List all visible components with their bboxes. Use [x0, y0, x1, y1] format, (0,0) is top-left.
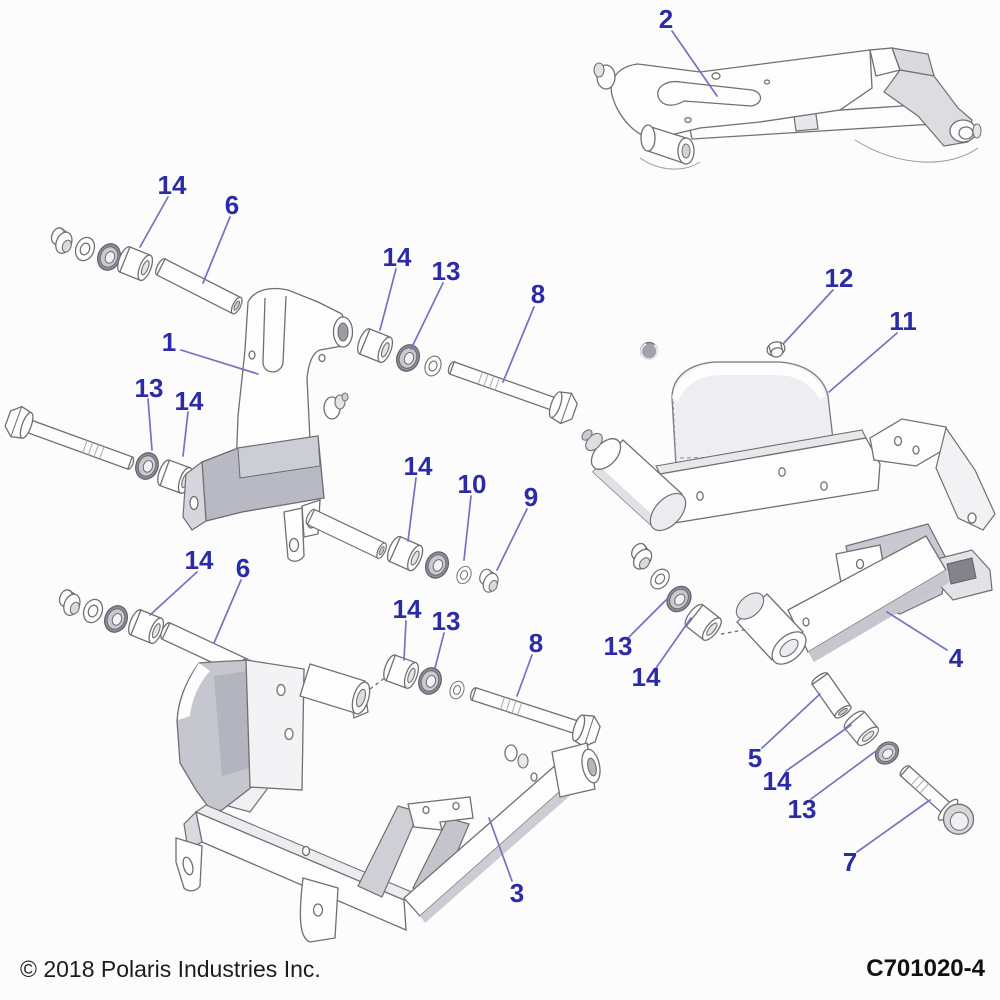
hardware-row-mid	[354, 326, 581, 428]
callout-6: 6	[224, 190, 240, 220]
hardware-row-center-1	[303, 507, 503, 596]
callout-11: 11	[889, 306, 917, 336]
upper-control-arm	[593, 47, 982, 170]
callout-12: 12	[824, 263, 854, 293]
callout-3: 3	[509, 878, 525, 908]
callout-14: 14	[631, 662, 661, 692]
callout-14: 14	[392, 594, 422, 624]
callout-14: 14	[382, 242, 412, 272]
callout-4: 4	[948, 643, 964, 673]
hardware-row-left-bolt	[1, 402, 196, 496]
callout-13: 13	[134, 373, 164, 403]
push-clip	[639, 341, 659, 361]
callout-14: 14	[403, 451, 433, 481]
callout-8: 8	[530, 279, 546, 309]
copyright-text: © 2018 Polaris Industries Inc.	[20, 956, 321, 982]
callout-13: 13	[787, 794, 817, 824]
callout-13: 13	[431, 606, 461, 636]
callout-14: 14	[174, 386, 204, 416]
callout-2: 2	[658, 4, 674, 34]
callout-13: 13	[603, 631, 633, 661]
hardware-row-bottom-right	[811, 672, 975, 835]
callout-7: 7	[842, 847, 858, 877]
callout-14: 14	[184, 545, 214, 575]
part-number: C701020-4	[866, 955, 985, 982]
callout-9: 9	[523, 482, 539, 512]
callout-14: 14	[157, 170, 187, 200]
hardware-row-upper-left	[46, 225, 245, 316]
rear-control-arm-right	[581, 361, 996, 665]
callout-13: 13	[431, 256, 461, 286]
callout-6: 6	[235, 553, 251, 583]
leader-lines	[139, 30, 948, 882]
callout-10: 10	[457, 469, 487, 499]
hardware-column-right	[624, 540, 750, 644]
callout-1: 1	[161, 327, 177, 357]
gearcase-bracket	[182, 287, 354, 562]
callout-8: 8	[528, 628, 544, 658]
callout-14: 14	[762, 766, 792, 796]
hardware-row-center-2	[349, 652, 604, 751]
rear-control-arm-left	[175, 659, 601, 943]
callout-5: 5	[747, 743, 763, 773]
bolt-12	[766, 341, 786, 358]
